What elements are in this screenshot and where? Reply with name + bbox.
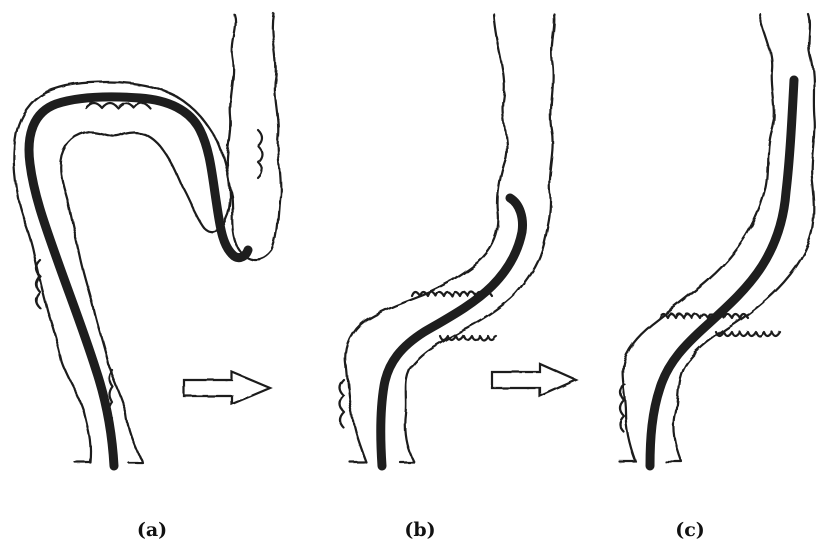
colonoscope-a bbox=[29, 97, 248, 466]
step-arrow-a-to-b bbox=[184, 372, 270, 404]
panel-label-a: (a) bbox=[122, 520, 182, 540]
colonoscope-c bbox=[650, 80, 794, 466]
panel-c bbox=[620, 14, 814, 466]
step-arrow-b-to-c bbox=[492, 364, 576, 396]
colon-outline-c bbox=[620, 14, 814, 462]
panel-label-c: (c) bbox=[660, 520, 720, 540]
colonoscope-b bbox=[381, 198, 523, 466]
panel-b bbox=[340, 14, 554, 466]
panel-label-b: (b) bbox=[390, 520, 450, 540]
